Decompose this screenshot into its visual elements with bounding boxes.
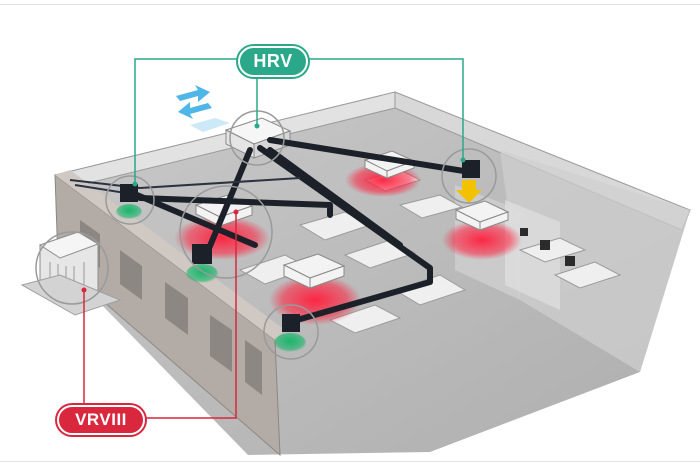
vrv-label: VRVIII — [57, 405, 145, 435]
bottom-border — [0, 461, 700, 462]
vrv-callout-lines — [83, 212, 237, 419]
outdoor-pad — [20, 274, 122, 316]
fresh-air-glow-icon — [116, 204, 306, 353]
front-windows — [80, 220, 262, 395]
exhaust-arrow-icon — [456, 180, 482, 203]
highlight-circles — [35, 110, 497, 360]
hrv-label: HRV — [238, 46, 308, 77]
airflow-arrows-icon — [176, 85, 230, 132]
hrv-callout-lines — [134, 58, 464, 184]
vrv-callout-dots — [81, 209, 239, 293]
monitors — [520, 228, 575, 266]
right-wall-face — [500, 150, 690, 372]
hrv-callout-dots — [132, 123, 466, 187]
top-border — [0, 4, 700, 5]
duct-terminals — [120, 160, 480, 332]
ducts — [127, 137, 473, 325]
front-wall-top — [55, 170, 285, 340]
